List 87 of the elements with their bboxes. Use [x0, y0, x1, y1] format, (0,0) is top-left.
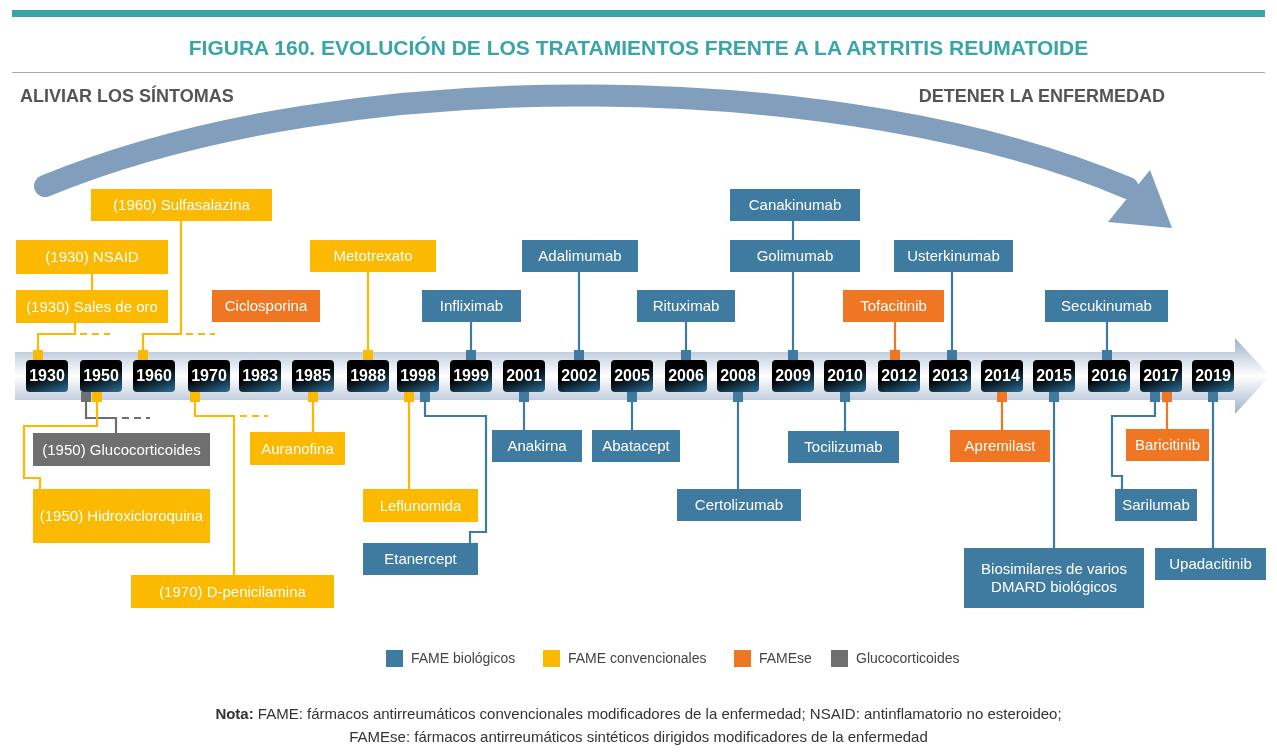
- note-text: Nota: FAME: fármacos antirreumáticos convencionales modificadores de la enfermedad; NSAID: antinflamatorio no esteroideo; FAMEse: fármacos antirreumáticos sintéticos dirigidos modificadores de la enfermedad: [214, 704, 1063, 747]
- drug-box: Ciclosporina: [212, 290, 320, 322]
- connector-line: [81, 392, 118, 433]
- year-badge: 2002: [558, 360, 600, 392]
- legend-label: Glucocorticoides: [856, 650, 960, 666]
- legend-label: FAMEse: [759, 650, 812, 666]
- connector-line: [1110, 392, 1160, 489]
- year-badge: 2009: [772, 360, 814, 392]
- drug-box: Adalimumab: [522, 240, 638, 272]
- connector-line: [519, 392, 529, 430]
- drug-box: Upadacitinib: [1155, 548, 1266, 580]
- connector-line: [627, 392, 637, 430]
- heading-label: ALIVIAR LOS SÍNTOMAS: [20, 86, 234, 107]
- year-badge: 1950: [80, 360, 122, 392]
- connector-line: [466, 322, 476, 360]
- drug-box: (1960) Sulfasalazina: [91, 189, 272, 221]
- connector-line: [1102, 322, 1112, 360]
- year-badge: 2006: [665, 360, 707, 392]
- year-badge: 1970: [188, 360, 230, 392]
- connector-line: [308, 392, 318, 432]
- drug-box: Rituximab: [637, 290, 735, 322]
- year-badge: 2019: [1192, 360, 1234, 392]
- connector-line: [33, 323, 77, 360]
- drug-box: Anakirna: [492, 430, 582, 462]
- year-badge: 2008: [717, 360, 759, 392]
- heading-label: DETENER LA ENFERMEDAD: [918, 86, 1165, 107]
- drug-box: Infliximab: [422, 290, 521, 322]
- year-badge: 1985: [292, 360, 334, 392]
- drug-box: Apremilast: [950, 430, 1050, 462]
- year-badge: 2014: [981, 360, 1023, 392]
- year-badge: 2015: [1033, 360, 1075, 392]
- drug-box: Sarilumab: [1115, 489, 1197, 521]
- drug-box: (1970) D-penicilamina: [131, 575, 334, 608]
- connector-line: [138, 221, 183, 360]
- drug-box: Auranofina: [250, 432, 345, 465]
- drug-box: Canakinumab: [730, 189, 860, 221]
- connector-line: [190, 392, 236, 575]
- connector-line: [1208, 392, 1218, 548]
- year-badge: 2013: [929, 360, 971, 392]
- connector-line: [574, 272, 584, 360]
- drug-box: Usterkinumab: [894, 240, 1013, 272]
- connector-line: [890, 322, 900, 360]
- drug-box: Tofacitinib: [843, 290, 944, 322]
- year-badge: 1999: [450, 360, 492, 392]
- drug-box: Secukinumab: [1045, 290, 1168, 322]
- year-badge: 1988: [347, 360, 389, 392]
- year-badge: 1930: [26, 360, 68, 392]
- connector-line: [363, 272, 373, 360]
- connector-line: [947, 272, 957, 360]
- drug-box: Tocilizumab: [788, 431, 899, 463]
- connector-line: [404, 392, 414, 489]
- drug-box: Golimumab: [730, 240, 860, 272]
- connector-line: [997, 392, 1007, 430]
- year-badge: 2005: [611, 360, 653, 392]
- year-badge: 2016: [1088, 360, 1130, 392]
- year-badge: 1998: [397, 360, 439, 392]
- drug-box: (1950) Glucocorticoides: [33, 433, 210, 466]
- drug-box: (1930) Sales de oro: [16, 290, 168, 323]
- drug-box: Etanercept: [363, 543, 478, 575]
- year-badge: 1983: [239, 360, 281, 392]
- connector-line: [1162, 392, 1172, 429]
- connector-line: [791, 221, 795, 240]
- connector-line: [733, 392, 743, 489]
- year-badge: 2001: [503, 360, 545, 392]
- drug-box: Certolizumab: [677, 489, 801, 521]
- year-badge: 2010: [824, 360, 866, 392]
- drug-box: (1950) Hidroxicloroquina: [33, 489, 210, 543]
- connector-line: [681, 322, 691, 360]
- connector-line: [90, 274, 94, 290]
- timeline-bar: [15, 338, 1270, 414]
- connector-line: [840, 392, 850, 431]
- drug-box: Leflunomida: [363, 489, 478, 522]
- drug-box: (1930) NSAID: [16, 240, 168, 274]
- legend-label: FAME convencionales: [568, 650, 707, 666]
- drug-box: Biosimilares de varios DMARD biológicos: [964, 548, 1144, 608]
- year-badge: 2012: [878, 360, 920, 392]
- year-badge: 1960: [133, 360, 175, 392]
- connector-line: [1049, 392, 1059, 548]
- connector-line: [788, 272, 798, 360]
- figure-title: FIGURA 160. EVOLUCIÓN DE LOS TRATAMIENTOS FRENTE A LA ARTRITIS REUMATOIDE: [187, 36, 1090, 60]
- year-badge: 2017: [1140, 360, 1182, 392]
- drug-box: Metotrexato: [310, 240, 436, 272]
- drug-box: Baricitinib: [1126, 429, 1209, 461]
- connector-line: [420, 392, 488, 543]
- legend-label: FAME biológicos: [411, 650, 516, 666]
- drug-box: Abatacept: [592, 430, 680, 462]
- connector-line: [22, 392, 102, 489]
